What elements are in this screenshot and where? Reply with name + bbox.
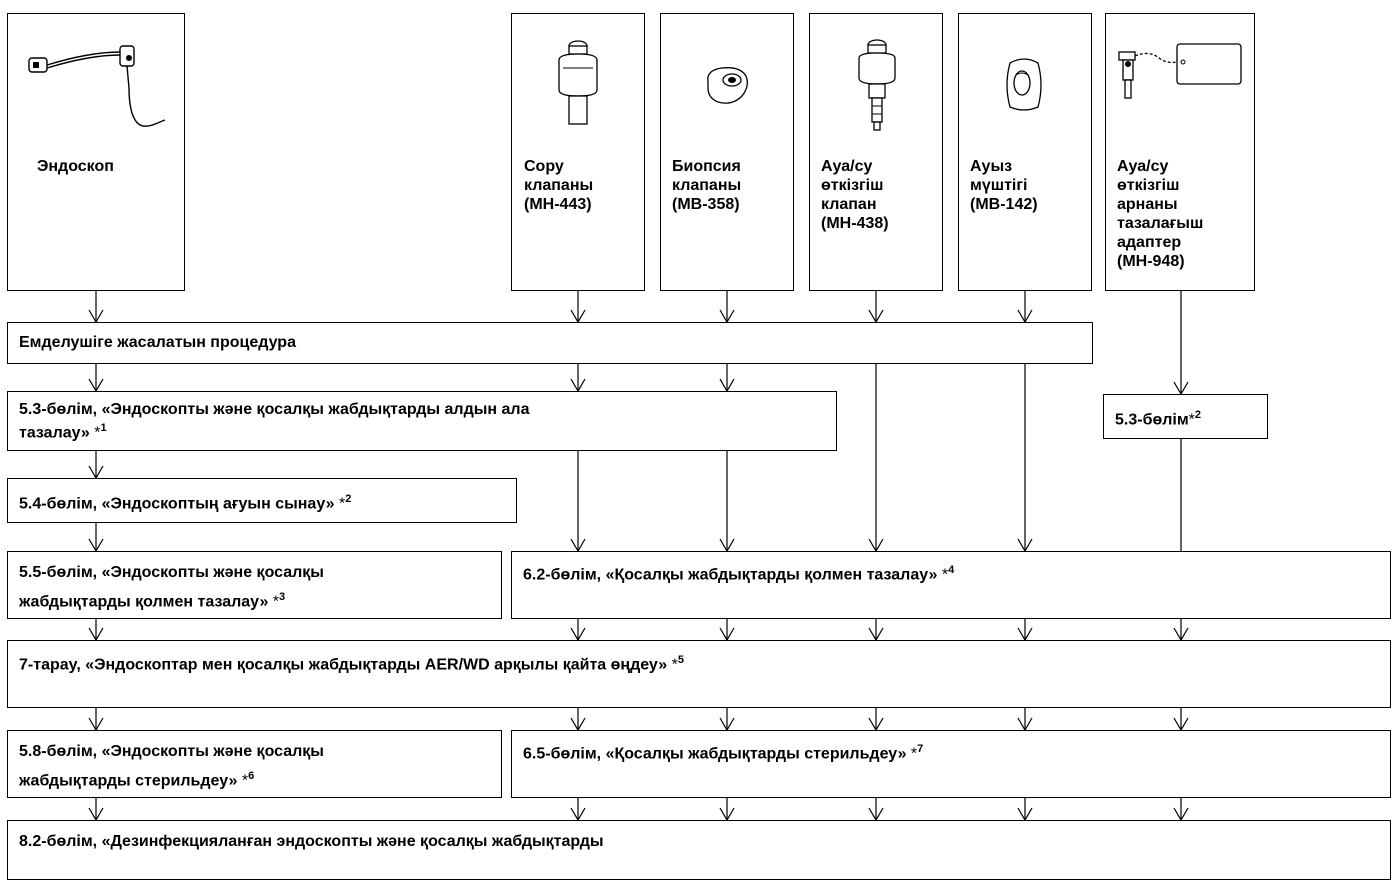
arrow-head xyxy=(88,717,104,732)
biopsy-valve-box xyxy=(660,13,794,291)
suction-valve-illustration xyxy=(558,40,598,125)
arrow-head xyxy=(570,538,586,553)
arrow-head xyxy=(1173,717,1189,732)
arrow-head xyxy=(719,309,735,324)
footnote-mark: * xyxy=(910,745,918,763)
arrow-head xyxy=(868,538,884,553)
section-5-3-adapter-label: 5.3-бөлім*2 xyxy=(1115,409,1202,429)
suction-valve-label: Сору клапаны (MH-443) xyxy=(524,158,594,213)
arrow-head xyxy=(1017,717,1033,732)
arrow-head xyxy=(719,807,735,822)
arrow-head xyxy=(868,717,884,732)
footnote-mark: * xyxy=(272,593,280,611)
arrow-head xyxy=(1173,627,1189,642)
footnote-1: 1 xyxy=(100,422,107,434)
arrow-head xyxy=(88,465,104,480)
arrow-head xyxy=(1017,627,1033,642)
chapter-7-label: 7-тарау, «Эндоскоптар мен қосалқы жабдық… xyxy=(19,654,684,674)
section-6-2-label: 6.2-бөлім, «Қосалқы жабдықтарды қолмен т… xyxy=(523,564,955,584)
footnote-mark: * xyxy=(941,566,949,584)
arrow-head xyxy=(868,807,884,822)
arrow-head xyxy=(1017,309,1033,324)
biopsy-valve-illustration xyxy=(707,67,748,104)
arrow-head xyxy=(570,378,586,393)
arrow-head xyxy=(570,627,586,642)
arrow-head xyxy=(719,717,735,732)
arrow-head xyxy=(868,627,884,642)
section-6-2-box xyxy=(511,551,1391,619)
footnote-mark: * xyxy=(1188,411,1195,429)
footnote-2: 2 xyxy=(1194,409,1202,421)
section-6-5-box xyxy=(511,730,1391,798)
footnote-mark: * xyxy=(94,424,101,442)
endoscope-label: Эндоскоп xyxy=(37,158,114,175)
procedure-label: Емделушіге жасалатын процедура xyxy=(19,334,296,351)
biopsy-valve-label: Биопсия клапаны (MB-358) xyxy=(672,158,742,213)
chapter-7-box xyxy=(7,640,1391,708)
arrow-head xyxy=(570,807,586,822)
footnote-mark: * xyxy=(338,495,346,513)
air-water-valve-label: Ауа/су өткізгіш клапан (MH-438) xyxy=(821,158,889,232)
footnote-3: 3 xyxy=(279,591,286,603)
arrow-head xyxy=(88,378,104,393)
air-water-valve-illustration xyxy=(858,39,896,131)
mouthpiece-label: Ауыз мүштігі (MB-142) xyxy=(970,158,1038,213)
section-5-3-box xyxy=(7,391,837,451)
arrow-head xyxy=(1017,807,1033,822)
mouthpiece-box xyxy=(958,13,1092,291)
section-5-3-adapter-box xyxy=(1103,394,1268,439)
section-5-3-label: 5.3-бөлім, «Эндоскопты және қосалқы жабд… xyxy=(19,401,530,442)
footnote-2: 2 xyxy=(345,493,352,505)
arrow-head xyxy=(1017,538,1033,553)
section-5-4-box xyxy=(7,478,517,523)
section-5-5-label: 5.5-бөлім, «Эндоскопты және қосалқы жабд… xyxy=(19,564,324,611)
footnote-4: 4 xyxy=(948,564,955,576)
section-8-2-label: 8.2-бөлім, «Дезинфекцияланған эндоскопты… xyxy=(19,833,604,850)
channel-adapter-illustration xyxy=(1118,43,1242,99)
section-6-5-label: 6.5-бөлім, «Қосалқы жабдықтарды стерильд… xyxy=(523,743,924,763)
arrow-head xyxy=(88,538,104,553)
footnote-6: 6 xyxy=(248,770,255,782)
section-5-4-label: 5.4-бөлім, «Эндоскоптың ағуын сынау» *2 xyxy=(19,493,352,513)
arrow-head xyxy=(719,378,735,393)
arrow-head xyxy=(570,309,586,324)
arrow-head xyxy=(570,717,586,732)
procedure-box xyxy=(7,322,1093,364)
arrow-head xyxy=(88,807,104,822)
footnote-mark: * xyxy=(241,772,249,790)
section-5-8-label: 5.8-бөлім, «Эндоскопты және қосалқы жабд… xyxy=(19,743,324,790)
section-5-5-box xyxy=(7,551,502,619)
arrow-head xyxy=(719,538,735,553)
mouthpiece-illustration xyxy=(1006,58,1042,111)
section-5-8-box xyxy=(7,730,502,798)
endoscope-illustration xyxy=(28,45,166,127)
channel-adapter-label: Ауа/су өткізгіш арнаны тазалағыш адаптер… xyxy=(1117,158,1204,270)
arrow-head xyxy=(1173,381,1189,396)
arrow-head xyxy=(88,309,104,324)
arrow-head xyxy=(88,627,104,642)
arrow-head xyxy=(868,309,884,324)
footnote-mark: * xyxy=(671,656,678,674)
arrow-head xyxy=(719,627,735,642)
footnote-5: 5 xyxy=(677,654,684,666)
arrow-head xyxy=(1173,807,1189,822)
footnote-7: 7 xyxy=(917,743,924,755)
